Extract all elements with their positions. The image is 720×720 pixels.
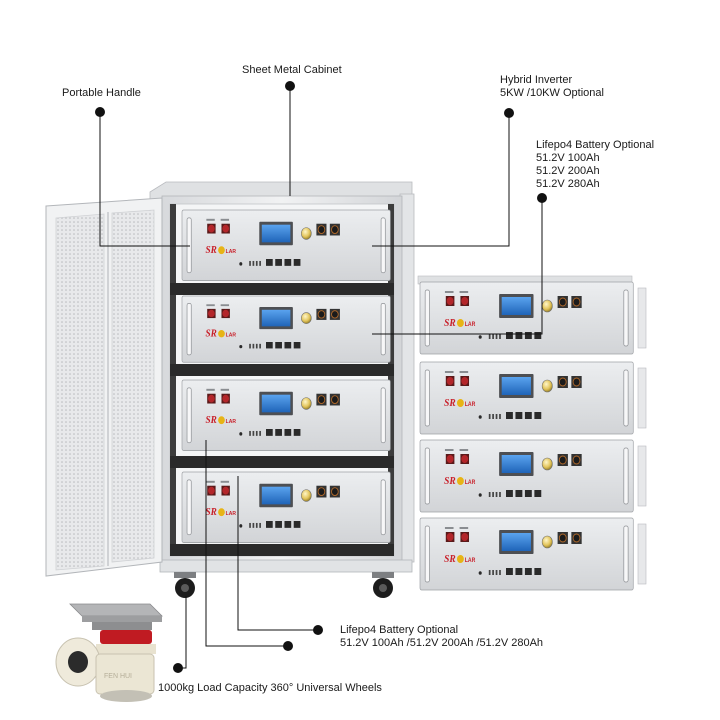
universal-wheel-detail: FEN HUI — [55, 603, 163, 702]
cabinet-casters — [174, 572, 394, 598]
label-battery-optional-bottom: Lifepo4 Battery Optional 51.2V 100Ah /51… — [340, 624, 543, 650]
label-option: 51.2V 280Ah — [536, 178, 600, 190]
leader-dots — [95, 81, 547, 673]
label-text: Sheet Metal Cabinet — [242, 64, 342, 76]
cabinet-door — [45, 197, 163, 577]
label-line: Hybrid Inverter — [500, 74, 573, 86]
label-option: 51.2V 200Ah — [536, 165, 600, 177]
svg-text:FEN HUI: FEN HUI — [104, 673, 132, 680]
label-sheet-metal-cabinet: Sheet Metal Cabinet — [242, 64, 342, 77]
label-portable-handle: Portable Handle — [62, 87, 141, 100]
label-battery-optional-right: Lifepo4 Battery Optional 51.2V 100Ah 51.… — [536, 139, 654, 191]
label-text: 1000kg Load Capacity 360° Universal Whee… — [158, 682, 382, 694]
label-title: Lifepo4 Battery Optional — [340, 624, 459, 636]
label-title: Lifepo4 Battery Optional — [536, 139, 655, 151]
leader-lines — [99, 86, 543, 669]
stacked-battery-modules — [417, 275, 647, 591]
label-line: 5KW /10KW Optional — [500, 87, 604, 99]
label-universal-wheels: 1000kg Load Capacity 360° Universal Whee… — [158, 682, 382, 695]
label-text: Portable Handle — [62, 87, 141, 99]
label-options: 51.2V 100Ah /51.2V 200Ah /51.2V 280Ah — [340, 637, 544, 649]
label-hybrid-inverter: Hybrid Inverter 5KW /10KW Optional — [500, 74, 604, 100]
label-option: 51.2V 100Ah — [536, 152, 600, 164]
